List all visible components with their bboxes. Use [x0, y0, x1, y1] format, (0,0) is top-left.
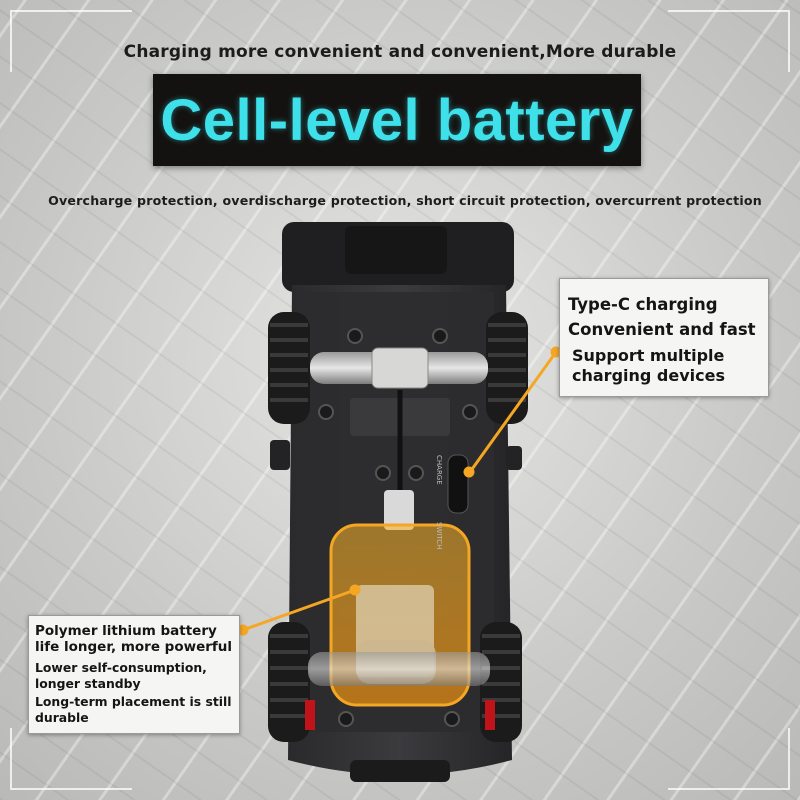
callout-line: Support multiple charging devices	[572, 346, 725, 385]
charge-label: CHARGE	[435, 455, 443, 485]
frame-corner	[668, 10, 790, 72]
callout-line: Lower self-consumption, longer standby	[35, 660, 207, 691]
frame-corner	[668, 728, 790, 790]
switch-label: SWITCH	[435, 522, 443, 549]
subtitle: Charging more convenient and convenient,…	[123, 42, 677, 62]
charging-callout: Type-C charging Convenient and fast Supp…	[559, 278, 769, 397]
wheel	[268, 312, 310, 424]
frame-corner	[10, 728, 132, 790]
callout-line: Polymer lithium battery life longer, mor…	[35, 623, 233, 655]
title-banner: Cell-level battery	[153, 74, 641, 166]
battery-callout: Polymer lithium battery life longer, mor…	[28, 615, 240, 734]
frame-corner	[10, 10, 132, 72]
protection-list: Overcharge protection, overdischarge pro…	[48, 193, 762, 208]
callout-line: Long-term placement is still durable	[35, 694, 232, 725]
callout-line: Type-C charging	[568, 295, 718, 314]
callout-line: Convenient and fast	[568, 320, 756, 339]
page-title: Cell-level battery	[160, 87, 634, 153]
